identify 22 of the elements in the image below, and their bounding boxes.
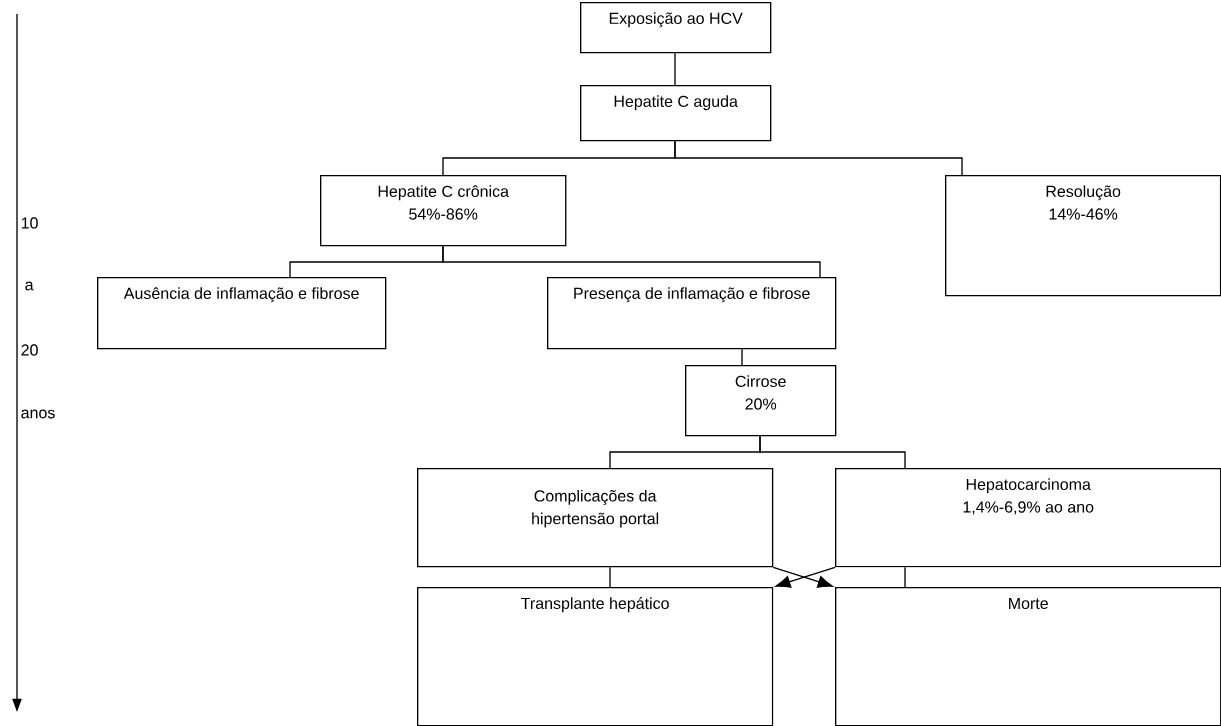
process-box: Transplante hepático bbox=[417, 587, 774, 726]
timeline-label: anos bbox=[21, 409, 55, 419]
timeline-label: a bbox=[25, 281, 34, 291]
process-box: Exposição ao HCV bbox=[580, 2, 772, 54]
connector bbox=[759, 435, 906, 469]
connector bbox=[609, 566, 611, 588]
process-box: Hepatocarcinoma 1,4%-6,9% ao ano bbox=[835, 468, 1221, 568]
process-box: Cirrose 20% bbox=[685, 365, 837, 437]
connector bbox=[674, 52, 676, 86]
timeline-label: 20 bbox=[21, 344, 38, 356]
process-box: Hepatite C crônica 54%-86% bbox=[320, 175, 567, 247]
process-box: Complicações da hipertensão portal bbox=[417, 468, 774, 568]
connector bbox=[741, 348, 743, 366]
connector bbox=[904, 566, 906, 588]
process-box: Resolução 14%-46% bbox=[945, 175, 1221, 297]
connector bbox=[442, 245, 821, 278]
process-box: Presença de inflamação e fibrose bbox=[547, 277, 837, 350]
process-box: Hepatite C aguda bbox=[580, 85, 772, 142]
process-box: Ausência de inflamação e fibrose bbox=[97, 277, 387, 350]
process-box: Morte bbox=[835, 587, 1221, 726]
timeline-label: 10 bbox=[21, 217, 38, 229]
connector bbox=[674, 140, 963, 176]
